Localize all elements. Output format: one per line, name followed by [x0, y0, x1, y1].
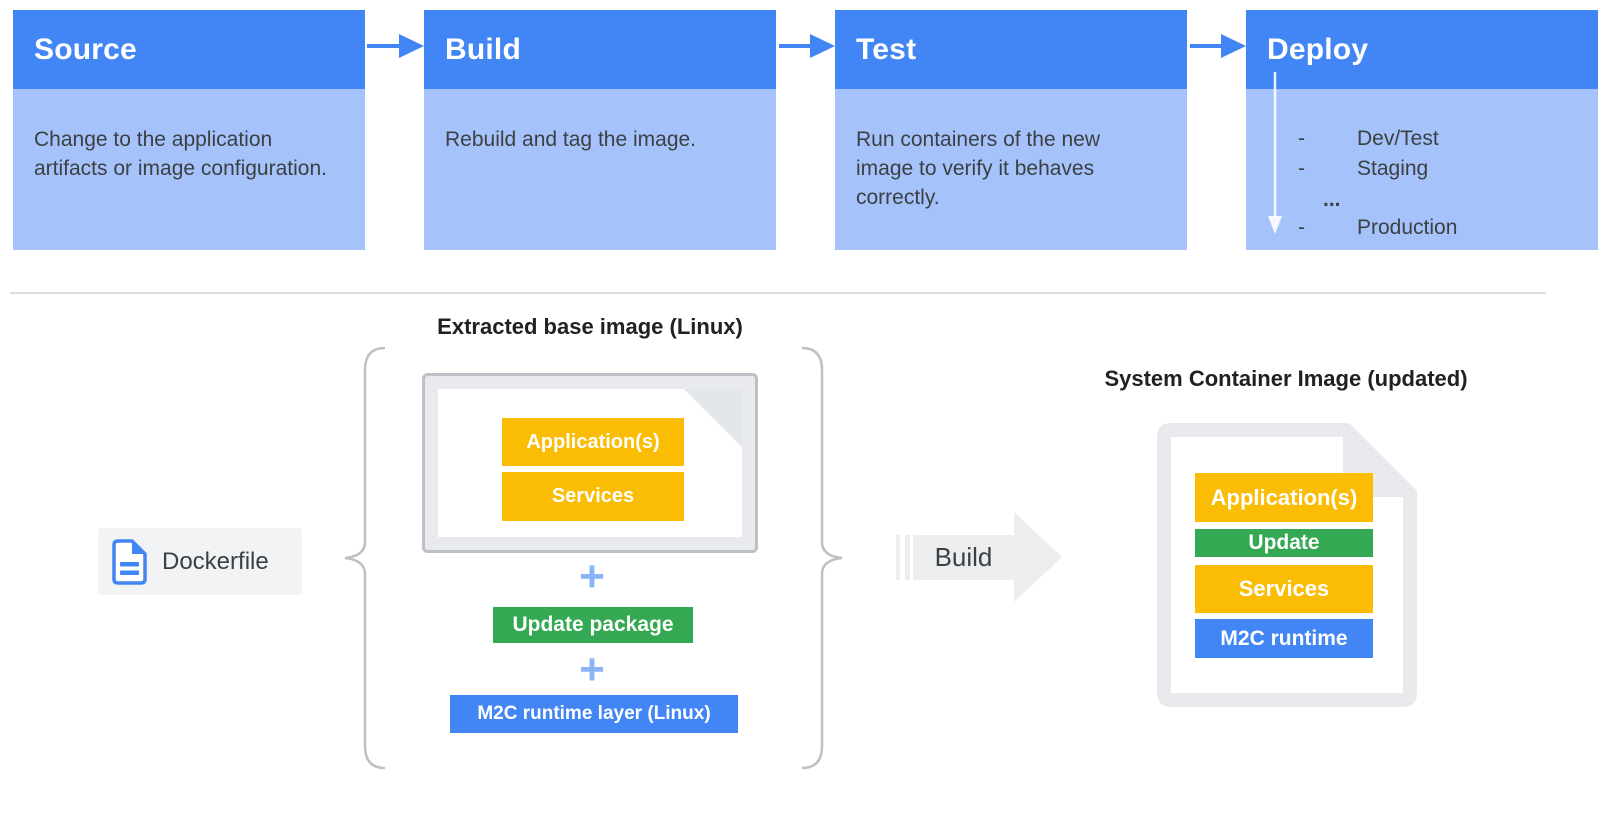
base-image-title: Extracted base image (Linux)	[437, 314, 743, 339]
stage-source-header: Source	[13, 10, 365, 89]
dockerfile-document-icon	[112, 538, 147, 585]
stage-build: Build Rebuild and tag the image.	[424, 10, 776, 250]
result-layer-applications: Application(s)	[1195, 473, 1373, 522]
result-layer-services: Services	[1195, 565, 1373, 613]
section-divider	[10, 292, 1546, 294]
stage-source-body: Change to the application artifacts or i…	[13, 89, 365, 250]
pipeline-arrowhead-icon	[399, 34, 424, 58]
deploy-order-arrow-icon	[1268, 72, 1282, 234]
deploy-target-bullet: -	[1298, 216, 1305, 239]
build-arrow-strip	[905, 535, 910, 580]
runtime-layer: M2C runtime layer (Linux)	[450, 695, 738, 733]
build-arrow-strip	[896, 535, 900, 580]
stage-test-header: Test	[835, 10, 1187, 89]
plus-icon: +	[579, 645, 605, 694]
stage-deploy-header: Deploy	[1246, 10, 1598, 89]
stage-test: Test Run containers of the new image to …	[835, 10, 1187, 250]
build-arrow-body	[913, 535, 1014, 580]
stage-test-body: Run containers of the new image to verif…	[835, 89, 1187, 250]
build-arrow-label: Build	[934, 542, 993, 572]
stage-deploy: Deploy - Dev/Test - Staging ... - Produc…	[1246, 10, 1598, 250]
stage-deploy-title: Deploy	[1267, 32, 1369, 66]
build-arrowhead	[1014, 512, 1062, 602]
right-brace-icon	[801, 346, 843, 770]
deploy-target-dev-test: Dev/Test	[1357, 127, 1439, 150]
update-package-layer: Update package	[493, 607, 693, 643]
deploy-target-production: Production	[1357, 216, 1458, 239]
stage-test-description: Run containers of the new image to verif…	[856, 128, 1100, 209]
deploy-target-bullet: -	[1298, 127, 1305, 150]
stage-source-description: Change to the application artifacts or i…	[34, 128, 327, 180]
plus-icon: +	[579, 552, 605, 601]
stage-deploy-body	[1246, 89, 1598, 250]
stage-build-description: Rebuild and tag the image.	[445, 128, 697, 151]
stage-source: Source Change to the application artifac…	[13, 10, 365, 250]
result-layer-m2c-runtime: M2C runtime	[1195, 619, 1373, 658]
left-brace-icon	[344, 346, 386, 770]
stage-build-header: Build	[424, 10, 776, 89]
result-layer-update: Update	[1195, 529, 1373, 557]
deploy-target-ellipsis: ...	[1323, 188, 1341, 211]
result-image-title: System Container Image (updated)	[1104, 366, 1468, 391]
stage-test-title: Test	[856, 32, 917, 66]
base-layer-applications: Application(s)	[502, 418, 684, 466]
pipeline-arrow-icon	[779, 44, 811, 48]
dockerfile-chip: Dockerfile	[98, 528, 302, 595]
stage-build-body: Rebuild and tag the image.	[424, 89, 776, 250]
pipeline-arrow-icon	[1190, 44, 1222, 48]
pipeline-arrow-icon	[367, 44, 400, 48]
dockerfile-label: Dockerfile	[162, 547, 269, 575]
base-layer-services: Services	[502, 472, 684, 521]
deploy-target-bullet: -	[1298, 157, 1305, 180]
pipeline-arrowhead-icon	[810, 34, 835, 58]
deploy-target-staging: Staging	[1357, 157, 1429, 180]
build-arrow-icon: Build	[896, 512, 1066, 602]
stage-source-title: Source	[34, 32, 137, 66]
pipeline-arrowhead-icon	[1221, 34, 1246, 58]
stage-build-title: Build	[445, 32, 521, 66]
